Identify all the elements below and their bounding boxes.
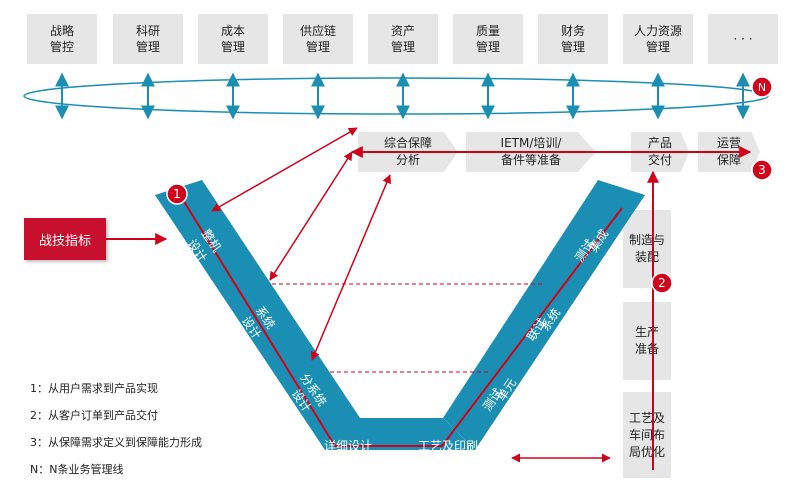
box-process-layout-optimization: 工艺及 车间布 局优化 [623, 392, 671, 478]
top-box-line2: 管理 [645, 40, 670, 54]
top-box-line1: 战略 [49, 24, 74, 38]
top-box-line1: 成本 [220, 24, 245, 38]
box-line1: 制造与 [628, 233, 665, 247]
top-box-line1: 资产 [390, 24, 415, 38]
legend-item-1: 1：从用户需求到产品实现 [30, 382, 158, 395]
top-box-asset: 资产 管理 [368, 14, 438, 64]
label-detail-design: 详细设计 [324, 438, 372, 453]
top-box-more: · · · [708, 14, 778, 64]
box-line2: 车间布 [628, 427, 665, 442]
red-diagonal-arrow [269, 151, 353, 281]
top-box-line2: 管理 [305, 40, 330, 54]
top-box-hr: 人力资源 管理 [623, 14, 693, 64]
badge-1: 1 [166, 183, 188, 205]
top-box-line1: 供应链 [299, 24, 336, 38]
top-box-line1: 质量 [475, 24, 500, 38]
top-box-strategy: 战略 管控 [27, 14, 97, 64]
badge-n: N [751, 76, 773, 98]
badge-3: 3 [751, 159, 773, 181]
badge-3-text: 3 [758, 163, 766, 177]
top-box-cost: 成本 管理 [198, 14, 268, 64]
top-box-line2: 管理 [390, 40, 415, 54]
top-box-line1: 科研 [135, 24, 160, 38]
top-box-supply-chain: 供应链 管理 [283, 14, 353, 64]
top-box-line1: · · · [733, 32, 753, 46]
top-box-line2: 管理 [560, 40, 585, 54]
v-right-band [443, 180, 645, 450]
box-line3: 局优化 [628, 444, 665, 459]
red-diagonal-arrow [311, 174, 391, 361]
legend-item-3: 3：从保障需求定义到保障能力形成 [30, 436, 202, 449]
top-box-line1: 人力资源 [633, 24, 682, 38]
top-box-line2: 管理 [220, 40, 245, 54]
box-line1: 工艺及 [628, 410, 665, 425]
badge-n-text: N [758, 81, 766, 94]
top-box-line2: 管理 [475, 40, 500, 54]
badge-2: 2 [651, 272, 673, 294]
label-process-print: 工艺及印刷 [418, 439, 478, 453]
badge-2-text: 2 [658, 276, 666, 290]
top-box-finance: 财务 管理 [538, 14, 608, 64]
v-left-band [155, 180, 360, 450]
top-box-quality: 质量 管理 [453, 14, 523, 64]
red-diagonal-arrow [211, 127, 358, 212]
red-v-path [179, 194, 623, 447]
top-box-line2: 管理 [135, 40, 160, 54]
indicator-label: 战技指标 [38, 233, 91, 249]
legend-item-n: N：N条业务管理线 [30, 463, 124, 476]
top-box-research: 科研 管理 [113, 14, 183, 64]
indicator-box: 战技指标 [24, 218, 106, 260]
top-box-line1: 财务 [560, 24, 585, 38]
blue-double-arrows [55, 72, 750, 120]
badge-1-text: 1 [173, 187, 181, 201]
top-box-line2: 管控 [49, 40, 74, 54]
legend-item-2: 2：从客户订单到产品交付 [30, 409, 158, 422]
management-ellipse [23, 77, 769, 115]
box-production-preparation: 生产 准备 [623, 302, 671, 380]
v-bottom-band [325, 418, 475, 450]
